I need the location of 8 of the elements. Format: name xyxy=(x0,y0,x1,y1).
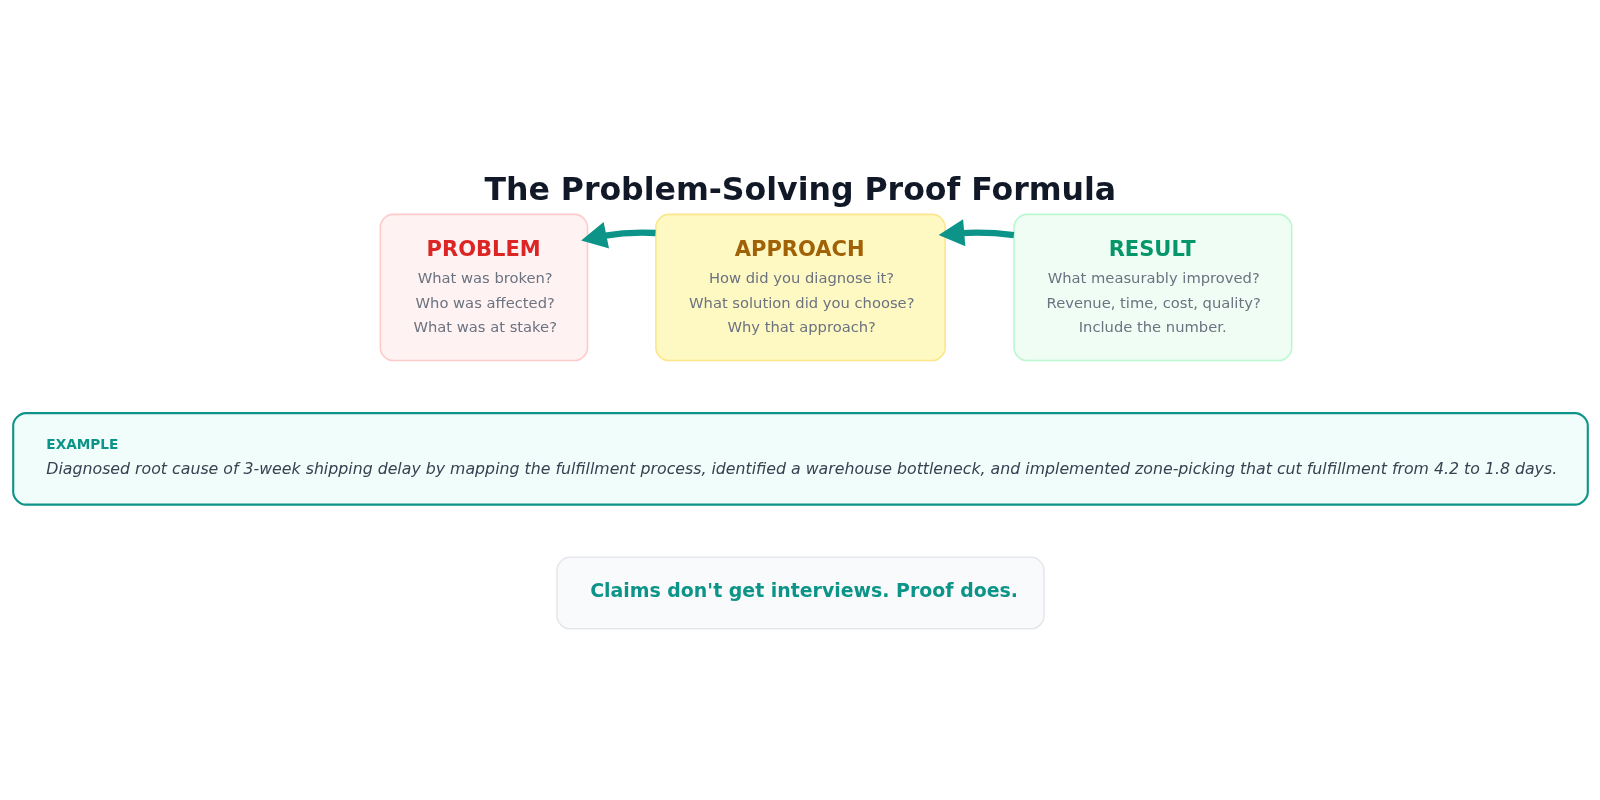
diagram-title: The Problem-Solving Proof Formula xyxy=(483,170,1116,207)
node-box: Claims don't get interviews. Proof does. xyxy=(555,556,1045,630)
arrow xyxy=(938,219,1014,247)
node-box: APPROACH How did you diagnose it? What solution did you choose? Why that approach? xyxy=(654,213,946,362)
node-box: PROBLEM What was broken? Who was affected? What was at stake? xyxy=(379,213,588,362)
arrow xyxy=(580,222,656,249)
node-box: RESULT What measurably improved? Revenue, time, cost, quality? Include the number. xyxy=(1012,213,1292,362)
node-box: EXAMPLE Diagnosed root cause of 3-week shipping delay by mapping the fulfillment process, identified a warehouse bottleneck, and implemented zone-picking that cut fulfillment from 4.2 to 1.8 days. xyxy=(11,412,1589,506)
